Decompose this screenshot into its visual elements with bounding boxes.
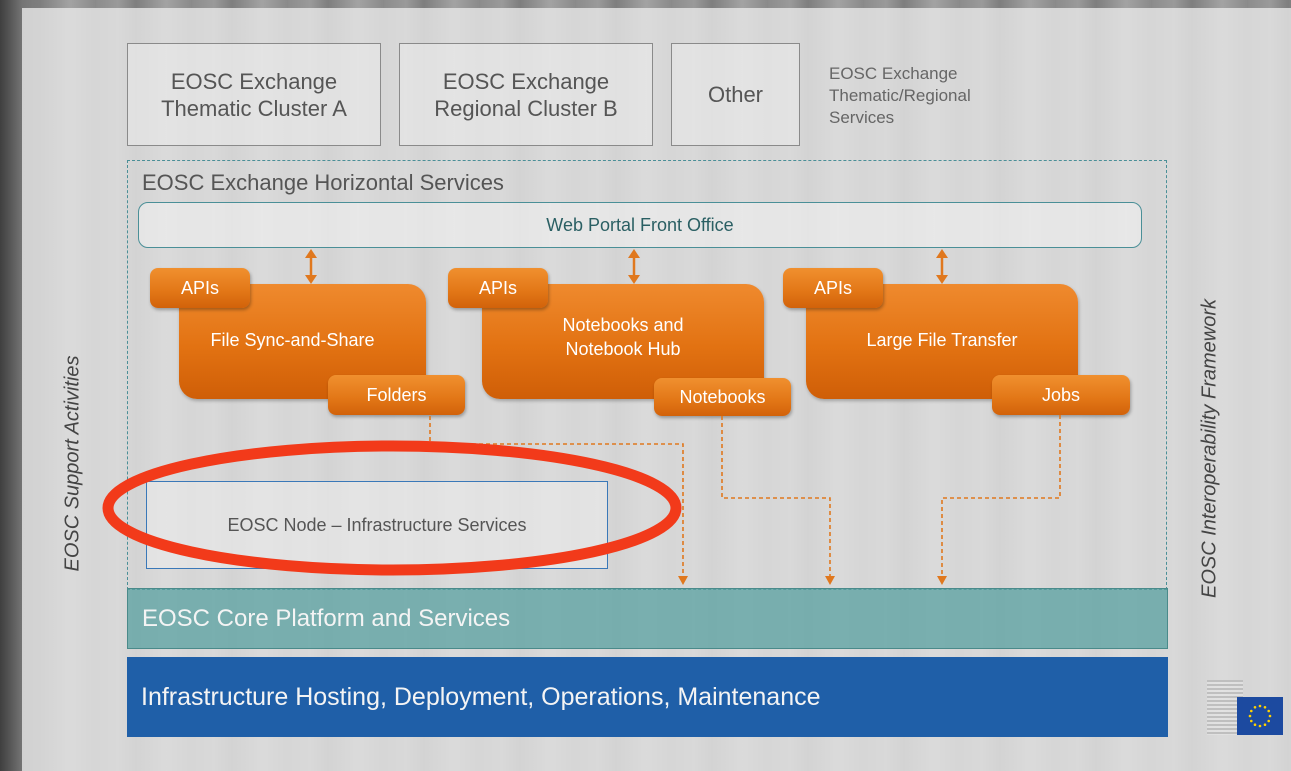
cluster-thematic-a: EOSC Exchange Thematic Cluster A bbox=[127, 43, 381, 146]
service-label: File Sync-and-Share bbox=[210, 329, 375, 350]
interoperability-framework-label: EOSC Interoperability Framework bbox=[1198, 299, 1221, 598]
eosc-node-infrastructure-services: EOSC Node – Infrastructure Services bbox=[146, 481, 608, 569]
eu-stars-icon bbox=[1248, 704, 1272, 728]
api-tab: APIs bbox=[448, 268, 548, 308]
core-platform-band: EOSC Core Platform and Services bbox=[127, 588, 1168, 649]
api-tab: APIs bbox=[150, 268, 250, 308]
infrastructure-band: Infrastructure Hosting, Deployment, Oper… bbox=[127, 657, 1168, 737]
web-portal-front-office: Web Portal Front Office bbox=[138, 202, 1142, 248]
service-label: Large File Transfer bbox=[866, 329, 1018, 350]
clusters-note: EOSC Exchange Thematic/Regional Services bbox=[829, 64, 971, 127]
jobs-tab: Jobs bbox=[992, 375, 1130, 415]
horizontal-services-title: EOSC Exchange Horizontal Services bbox=[142, 170, 504, 195]
eu-flag-icon bbox=[1237, 697, 1283, 735]
notebooks-tab: Notebooks bbox=[654, 378, 791, 416]
cluster-regional-b: EOSC Exchange Regional Cluster B bbox=[399, 43, 653, 146]
cluster-other: Other bbox=[671, 43, 800, 146]
api-tab: APIs bbox=[783, 268, 883, 308]
folders-tab: Folders bbox=[328, 375, 465, 415]
support-activities-label: EOSC Support Activities bbox=[61, 355, 84, 572]
service-label: Notebooks and Notebook Hub bbox=[562, 314, 684, 359]
